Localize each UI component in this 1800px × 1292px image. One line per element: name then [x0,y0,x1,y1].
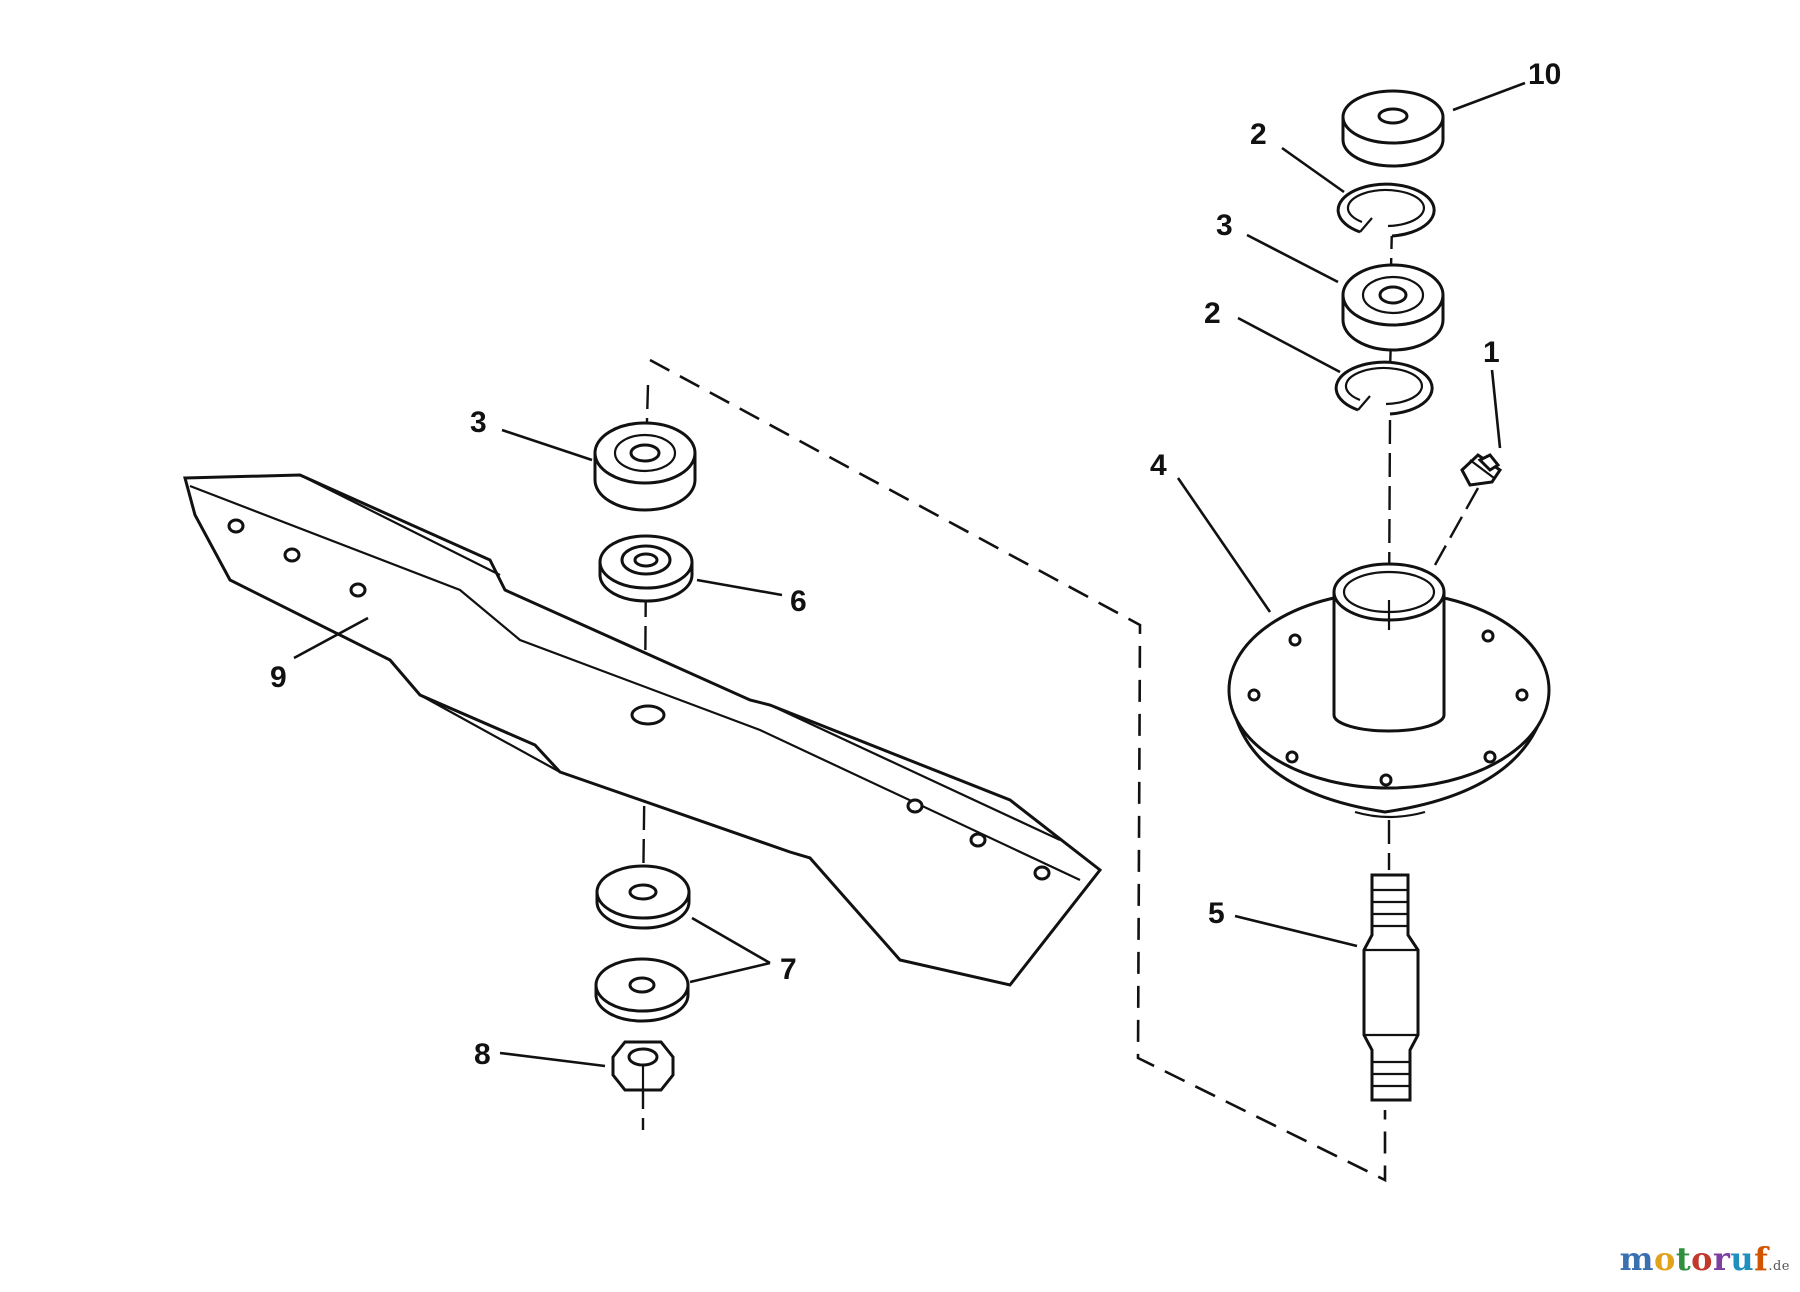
callout-7: 7 [780,953,797,986]
blade-hole [906,798,924,814]
leader-3a [501,428,593,462]
leader-4 [1176,477,1272,613]
callout-9: 9 [270,661,287,694]
callout-4: 4 [1150,449,1167,482]
assembly-dashed-outline [649,358,1387,1183]
watermark-letter: f [1754,1240,1769,1278]
leader-7b [689,961,771,984]
mounting-hole [1288,633,1302,647]
watermark-letter: u [1730,1240,1755,1278]
hex-nut [611,1040,675,1092]
callout-5: 5 [1208,897,1225,930]
bearing-left [593,421,697,512]
leader-2b [1237,316,1341,374]
mounting-hole [1379,773,1393,787]
blade-center-axis-top [644,384,650,456]
leader-7a [691,916,771,965]
leader-10 [1452,81,1526,112]
watermark-letter: o [1653,1240,1676,1278]
blade-hole [227,518,245,534]
top-washer [1341,89,1445,168]
watermark-letter: m [1619,1240,1654,1278]
spindle-housing [1227,562,1551,819]
motoruf-watermark-logo: motoruf.de [1620,1240,1790,1278]
leader-2a [1281,146,1345,194]
mower-blade [183,473,1103,987]
blade-hole [283,547,301,563]
mounting-hole [1247,688,1261,702]
callout-8: 8 [474,1038,491,1071]
callout-3-right: 3 [1216,209,1233,242]
callout-10: 10 [1528,58,1561,91]
callout-1: 1 [1483,336,1500,369]
washer-upper [595,864,691,930]
blade-hole [969,832,987,848]
callout-3-left: 3 [470,406,487,439]
washer-lower [594,957,690,1023]
mounting-hole [1515,688,1529,702]
retaining-ring-upper [1336,182,1436,238]
bearing-right [1341,263,1445,352]
leader-3b [1246,233,1339,284]
leader-6 [696,578,783,597]
spacer-washer [598,534,694,603]
leader-9 [293,616,369,660]
blade-hole [1033,865,1051,881]
mounting-hole [1285,750,1299,764]
callout-2-upper: 2 [1250,118,1267,151]
leader-1 [1490,369,1502,449]
blade-hole [349,582,367,598]
retaining-ring-lower [1334,360,1434,416]
callout-2-lower: 2 [1204,297,1221,330]
spindle-shaft [1362,873,1420,1102]
mounting-hole [1483,750,1497,764]
watermark-tld: .de [1768,1259,1790,1274]
leader-8 [499,1051,606,1068]
watermark-letter: o [1691,1240,1713,1278]
grease-fitting-axis [1433,487,1480,566]
watermark-letter: r [1712,1240,1731,1278]
mounting-hole [1481,629,1495,643]
leader-5 [1234,914,1358,948]
grease-fitting [1460,453,1503,487]
blade-center-hole [630,704,666,726]
callout-6: 6 [790,585,807,618]
watermark-letter: t [1675,1240,1692,1278]
